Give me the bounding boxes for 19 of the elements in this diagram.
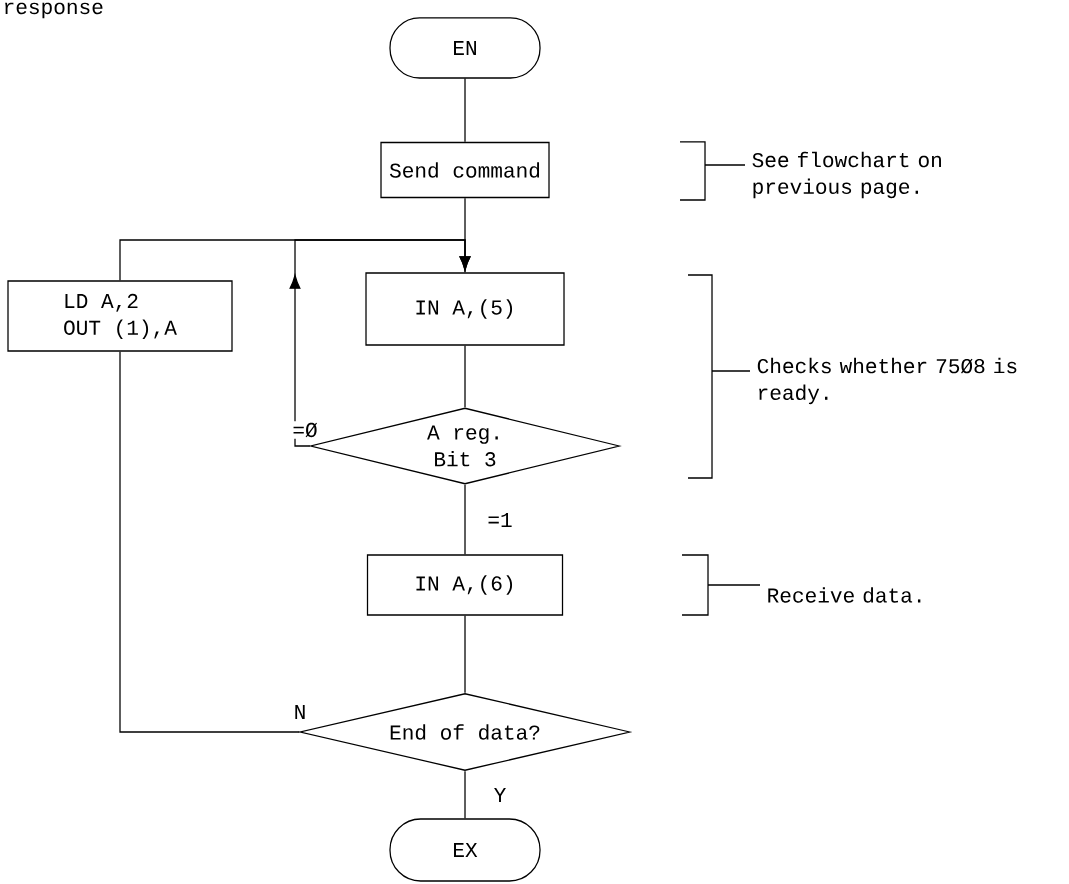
process-box: IN A,(6) [366, 554, 564, 616]
heading-fragment: response [5, 2, 103, 19]
note-text: Checks whether 75Ø8 is ready. [757, 357, 1017, 405]
connector-line [464, 78, 466, 143]
process-box: Send command [380, 141, 550, 199]
connector-line [119, 351, 300, 733]
edge-label: =1 [485, 511, 515, 529]
connector-line [464, 484, 466, 555]
edge-label: =Ø [290, 421, 320, 439]
connector-line [464, 615, 466, 694]
connector-line [464, 197, 466, 273]
process-box: IN A,(5) [365, 272, 565, 346]
arrow [289, 239, 471, 447]
connector-line [464, 345, 466, 408]
edge-label: Y [492, 786, 508, 804]
process-box: LD A,2 OUT (1),A [7, 280, 233, 352]
note-text: Receive data. [768, 587, 921, 603]
connector-line [464, 770, 466, 819]
note-text: See flowchart on previous page. [752, 151, 941, 199]
